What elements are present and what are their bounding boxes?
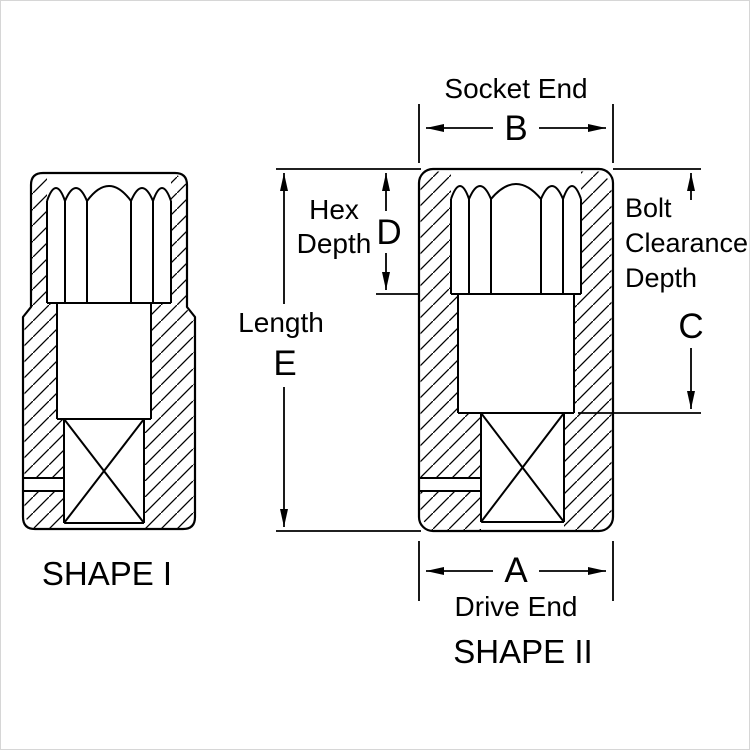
shape1-interior-lines bbox=[23, 201, 172, 524]
shape2-outline bbox=[417, 167, 615, 533]
hex-depth-label-line1: Hex bbox=[309, 194, 359, 225]
dim-d-letter: D bbox=[376, 213, 401, 252]
shape2-drawing: SHAPE II bbox=[417, 167, 615, 670]
dimension-d: Hex Depth D bbox=[297, 173, 419, 295]
dim-a-letter: A bbox=[504, 551, 528, 590]
length-label: Length bbox=[238, 307, 324, 338]
bolt-clearance-label-line3: Depth bbox=[625, 263, 697, 293]
shape2-title: SHAPE II bbox=[453, 633, 592, 670]
dim-a-extension-lines bbox=[418, 541, 614, 601]
shape2-right-wall-hatch bbox=[564, 171, 612, 530]
dim-e-extension-lines bbox=[276, 168, 421, 532]
dimension-a: A Drive End bbox=[418, 541, 614, 622]
shape1-outline bbox=[21, 171, 197, 531]
dim-e-letter: E bbox=[273, 344, 296, 383]
shape1-left-wall-lower-hatch bbox=[24, 491, 64, 528]
hex-depth-label-line2: Depth bbox=[297, 228, 372, 259]
dim-c-letter: C bbox=[678, 307, 703, 346]
dimension-c: Bolt Clearance Depth C bbox=[578, 168, 748, 414]
shape1-hex-flutes bbox=[46, 185, 172, 204]
bolt-clearance-label-line2: Clearance bbox=[625, 228, 748, 258]
dim-c-extension-lines bbox=[578, 168, 701, 414]
dimension-e: Length E bbox=[238, 168, 421, 532]
dim-b-extension-lines bbox=[418, 104, 614, 163]
socket-end-label: Socket End bbox=[444, 73, 587, 104]
shape2-left-wall-lower-hatch bbox=[420, 491, 481, 530]
dim-b-letter: B bbox=[504, 109, 527, 148]
shape1-left-wall-upper-hatch bbox=[24, 174, 64, 478]
drive-end-label: Drive End bbox=[455, 591, 578, 622]
shape1-drawing: SHAPE I bbox=[21, 171, 197, 592]
dimension-b: Socket End B bbox=[418, 73, 614, 163]
bolt-clearance-label-line1: Bolt bbox=[625, 193, 672, 223]
shape2-interior-lines bbox=[419, 199, 582, 523]
shape2-left-wall-upper-hatch bbox=[420, 171, 481, 478]
shape1-right-wall-hatch bbox=[144, 174, 194, 528]
shape1-title: SHAPE I bbox=[42, 555, 172, 592]
shape2-hex-flutes bbox=[450, 183, 582, 202]
